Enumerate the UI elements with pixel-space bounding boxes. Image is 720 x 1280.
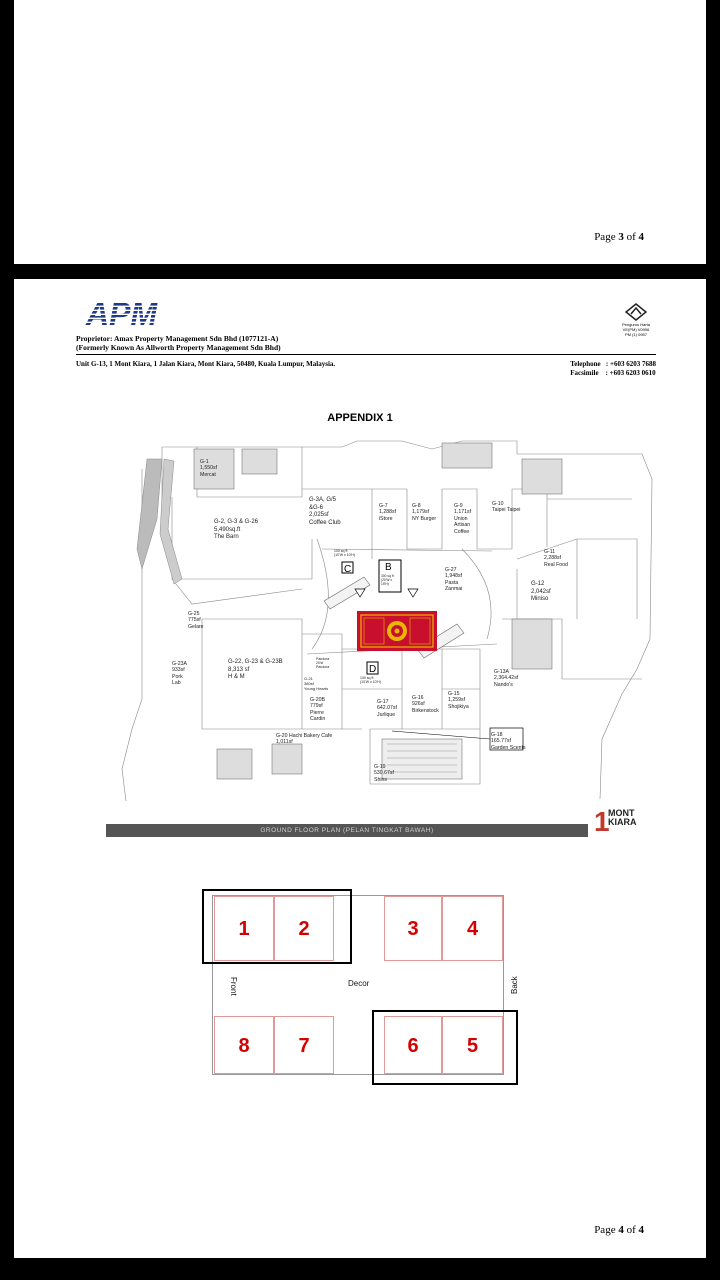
page-3: Page 3 of 4 <box>14 0 706 264</box>
booth-layout: 1 2 3 4 8 7 6 5 Decor Front Back <box>202 889 532 1099</box>
unit-g9: G-9 1,171sf Union Artisan Coffee <box>454 503 472 535</box>
unit-g18: G-18 165.77sf Garden Scents <box>491 732 526 751</box>
pandora-note: Pandora 20'sf Pandora <box>316 657 330 670</box>
contact-block: Telephone : +603 6203 7688 Facsimile : +… <box>570 360 656 377</box>
zone-c-note: 100 sq ft (10'W x 10'H) <box>334 549 355 558</box>
unit-g19: G-19 530.67sf Shins <box>374 764 394 783</box>
decor-label: Decor <box>348 979 370 988</box>
booth-7: 7 <box>274 1016 334 1074</box>
unit-g27: G-27 1,948sf Pasta Zanmai <box>445 567 463 593</box>
unit-g12: G-12 2,042sf Miniso <box>531 581 551 602</box>
emblem-icon <box>624 303 648 321</box>
booth-4: 4 <box>442 896 503 961</box>
booth-2: 2 <box>274 896 334 961</box>
svg-text:C: C <box>344 564 351 575</box>
page-number: Page 4 of 4 <box>594 1224 644 1236</box>
floor-plan-drawing: C B D <box>121 440 653 802</box>
svg-text:D: D <box>369 664 376 675</box>
booth-5: 5 <box>442 1016 503 1074</box>
unit-g16: G-16 926sf Birkenstock <box>412 695 439 714</box>
booth-6: 6 <box>384 1016 442 1074</box>
unit-g15: G-15 1,259sf Shojikiya <box>448 691 469 710</box>
unit-g13a: G-13A 2,364.42sf Nando's <box>494 669 519 688</box>
unit-g23a: G-23A 933sf Pork Lab <box>172 661 187 687</box>
unit-g1: G-1 1,550sf Mercat <box>200 459 218 478</box>
header-divider <box>76 354 656 355</box>
unit-g20: G-20 Hachi Bakery Cafe 1,011sf <box>276 733 333 746</box>
unit-g7: G-7 1,288sf iStore <box>379 503 397 522</box>
selection-box-top <box>202 889 352 964</box>
apm-logo: APM <box>84 296 214 332</box>
unit-g17: G-17 642.07sf Jurlique <box>377 699 397 718</box>
pengurus-harta-emblem: Pengurus Harta VE(PM) V0996 PM (1) 0957 <box>616 303 656 337</box>
unit-g20b: G-20B 779sf Pierre Cardin <box>310 697 326 723</box>
company-address: Unit G-13, 1 Mont Kiara, 1 Jalan Kiara, … <box>76 360 336 368</box>
unit-g11: G-11 2,288sf Real Food <box>544 549 568 568</box>
front-label: Front <box>229 977 238 996</box>
booth-8: 8 <box>214 1016 274 1074</box>
zone-d-note: 100 sq ft (10'W x 10'H) <box>360 676 381 685</box>
floor-plan-banner: GROUND FLOOR PLAN (PELAN TINGKAT BAWAH) <box>106 824 588 837</box>
svg-text:B: B <box>385 562 392 573</box>
zone-b-note: 300 sq ft (20'W x 15'H) <box>381 574 394 586</box>
booth-3: 3 <box>384 896 442 961</box>
unit-g22: G-22, G-23 & G-23B 8,313 sf H & M <box>228 659 283 680</box>
booth-1: 1 <box>214 896 274 961</box>
page-number: Page 3 of 4 <box>594 231 644 243</box>
layout-outline <box>212 895 504 1075</box>
unit-g2: G-2, G-3 & G-26 5,490sq.ft The Barn <box>214 519 259 540</box>
page-4: APM Pengurus Harta VE(PM) V0996 PM (1) 0… <box>14 279 706 1258</box>
unit-g21: G-21 380sf Young Hearts <box>304 676 329 691</box>
appendix-title: APPENDIX 1 <box>327 412 393 424</box>
unit-g8: G-8 1,179sf NY Burger <box>412 503 437 522</box>
unit-g10: G-10 Taipei Taipei <box>492 501 521 514</box>
unit-g25: G-25 775sf Gelare <box>188 611 204 630</box>
back-label: Back <box>510 976 519 994</box>
selection-box-bottom <box>372 1010 518 1085</box>
unit-g3a: G-3A, G/5 &G-6 2,025sf Coffee Club <box>309 497 341 526</box>
proprietor-block: Proprietor: Amax Property Management Sdn… <box>76 334 281 352</box>
ground-floor-plan: C B D G-1 1,550sf Mercat G-2, G-3 & G-26… <box>102 439 657 802</box>
svg-text:APM: APM <box>85 299 158 327</box>
